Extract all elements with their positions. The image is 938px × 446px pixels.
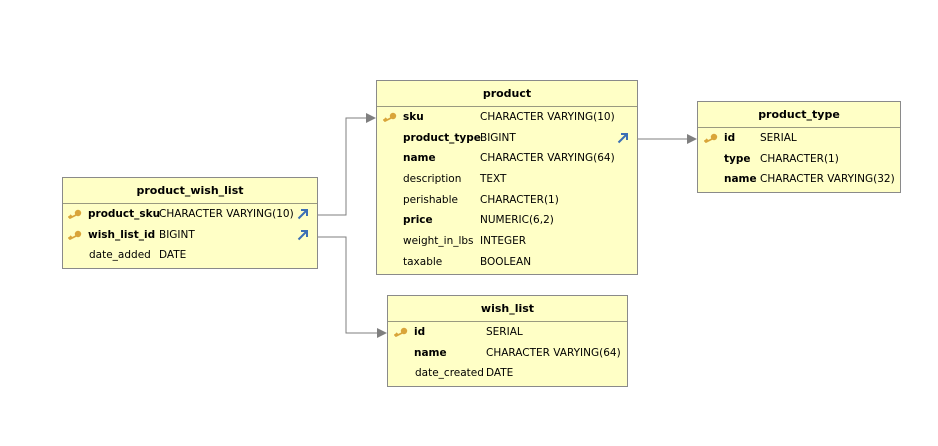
column-type: SERIAL [760,132,797,144]
column-name: date_created [415,367,484,380]
column-row[interactable]: perishable CHARACTER(1) [377,190,637,211]
column-row[interactable]: sku CHARACTER VARYING(10) [377,107,637,128]
column-type: CHARACTER VARYING(10) [480,111,615,123]
column-name: perishable [403,193,458,206]
fk-arrow-icon [617,132,628,143]
column-name: id [724,132,736,144]
column-row[interactable]: product_sku CHARACTER VARYING(10) [63,204,317,225]
column-type: CHARACTER VARYING(64) [486,346,621,359]
column-row[interactable]: product_type BIGINT [377,128,637,149]
column-row[interactable]: price NUMERIC(6,2) [377,210,637,231]
column-type: BIGINT [480,131,516,144]
fk-arrow-icon [297,209,308,220]
column-name: price [403,214,433,227]
column-name: name [724,173,757,186]
fk-arrow-icon [297,229,308,240]
entity-title: product_wish_list [63,178,317,204]
column-type: CHARACTER VARYING(64) [480,152,615,165]
column-type: CHARACTER VARYING(32) [760,173,895,186]
column-name: product_sku [88,208,161,220]
column-type: NUMERIC(6,2) [480,214,554,227]
column-row[interactable]: name CHARACTER VARYING(64) [388,343,627,364]
column-row[interactable]: name CHARACTER VARYING(64) [377,148,637,169]
entity-wish-list[interactable]: wish_list id SERIAL name CHARACTER VARYI… [387,295,628,387]
entity-title: product_type [698,102,900,128]
column-type: INTEGER [480,235,527,248]
column-name: name [414,346,447,359]
column-row[interactable]: type CHARACTER(1) [698,149,900,170]
column-type: TEXT [480,173,507,186]
connector-product-wish-list-to-product[interactable] [317,113,376,216]
column-name: product_type [403,131,481,144]
column-row[interactable]: taxable BOOLEAN [377,252,637,273]
connector-product-wish-list-to-wish-list[interactable] [317,236,387,338]
column-row[interactable]: name CHARACTER VARYING(32) [698,169,900,190]
key-icon [68,230,82,240]
key-icon [383,112,397,122]
key-icon [394,327,408,337]
column-type: CHARACTER VARYING(10) [159,208,294,220]
column-name: sku [403,111,424,123]
column-type: SERIAL [486,326,523,338]
column-row[interactable]: weight_in_lbs INTEGER [377,231,637,252]
key-icon [68,209,82,219]
column-name: description [403,173,462,186]
column-type: CHARACTER(1) [480,193,559,206]
column-type: CHARACTER(1) [760,152,839,165]
column-name: weight_in_lbs [403,235,474,248]
column-row[interactable]: id SERIAL [388,322,627,343]
column-name: wish_list_id [88,228,156,241]
column-name: date_added [89,249,151,262]
column-row[interactable]: id SERIAL [698,128,900,149]
entity-product[interactable]: product sku CHARACTER VARYING(10) produc… [376,80,638,275]
column-type: DATE [486,367,514,380]
column-name: name [403,152,436,165]
entity-title: product [377,81,637,107]
column-row[interactable]: date_created DATE [388,363,627,384]
key-icon [704,133,718,143]
entity-title: wish_list [388,296,627,322]
column-row[interactable]: date_added DATE [63,245,317,266]
column-name: taxable [403,255,443,268]
column-row[interactable]: wish_list_id BIGINT [63,225,317,246]
column-name: type [724,152,751,165]
column-type: DATE [159,249,187,262]
entity-product-wish-list[interactable]: product_wish_list product_sku CHARACTER … [62,177,318,269]
column-row[interactable]: description TEXT [377,169,637,190]
column-type: BIGINT [159,228,195,241]
entity-product-type[interactable]: product_type id SERIAL type CHARACTER(1)… [697,101,901,193]
column-type: BOOLEAN [480,255,532,268]
column-name: id [414,326,426,338]
